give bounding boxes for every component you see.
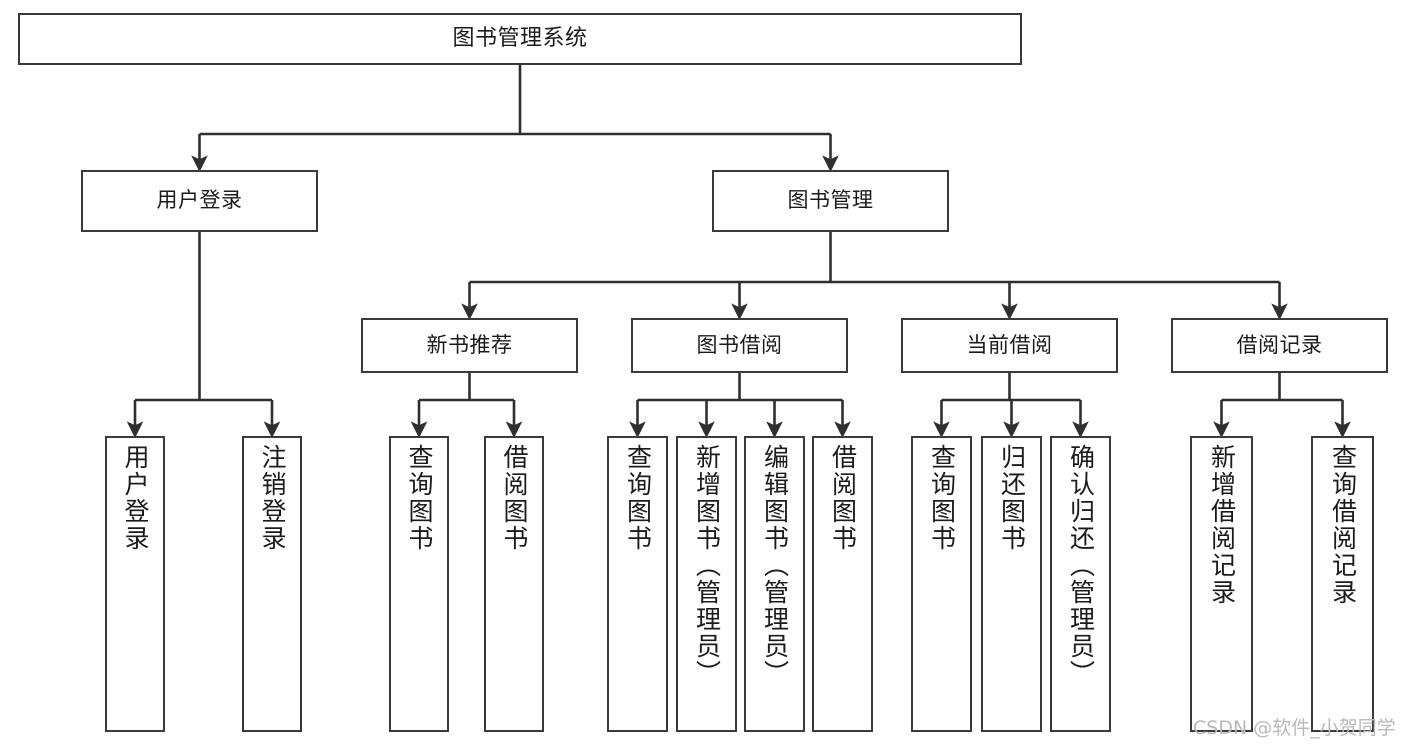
- node-label: 用户登录: [121, 444, 150, 552]
- node-new-book-recommend[interactable]: 新书推荐: [361, 318, 578, 373]
- node-leaf-return-book[interactable]: 归还图书: [981, 436, 1042, 732]
- node-label: 借阅图书: [828, 444, 858, 552]
- node-label: 图书管理系统: [452, 25, 588, 51]
- node-label: 用户登录: [156, 188, 243, 213]
- node-label: 查询图书: [405, 444, 434, 552]
- node-label: 新增借阅记录: [1207, 444, 1237, 606]
- node-leaf-add-book[interactable]: 新增图书（管理员）: [676, 436, 737, 732]
- node-label: 新书推荐: [426, 332, 513, 357]
- node-user-login[interactable]: 用户登录: [81, 170, 318, 232]
- node-leaf-user-login[interactable]: 用户登录: [105, 436, 165, 732]
- node-leaf-borrow-book-1[interactable]: 借阅图书: [484, 436, 544, 732]
- node-leaf-confirm-return[interactable]: 确认归还（管理员）: [1050, 436, 1111, 732]
- node-label: 借阅图书: [500, 444, 529, 552]
- node-borrow-record[interactable]: 借阅记录: [1171, 318, 1388, 373]
- node-label: 新增图书（管理员）: [692, 444, 722, 687]
- node-book-manage[interactable]: 图书管理: [712, 170, 949, 232]
- node-book-borrow[interactable]: 图书借阅: [631, 318, 848, 373]
- node-label: 确认归还（管理员）: [1066, 444, 1096, 687]
- node-current-borrow[interactable]: 当前借阅: [901, 318, 1118, 373]
- node-label: 借阅记录: [1236, 332, 1323, 357]
- node-leaf-query-record[interactable]: 查询借阅记录: [1311, 436, 1374, 732]
- node-label: 注销登录: [258, 444, 287, 552]
- node-leaf-edit-book[interactable]: 编辑图书（管理员）: [744, 436, 805, 732]
- node-leaf-borrow-book-2[interactable]: 借阅图书: [812, 436, 873, 732]
- node-label: 查询图书: [623, 444, 653, 552]
- node-root[interactable]: 图书管理系统: [18, 13, 1022, 65]
- node-label: 查询借阅记录: [1328, 444, 1358, 606]
- node-leaf-query-book-1[interactable]: 查询图书: [389, 436, 449, 732]
- node-label: 编辑图书（管理员）: [760, 444, 790, 687]
- node-label: 图书管理: [787, 188, 874, 213]
- node-leaf-query-book-3[interactable]: 查询图书: [911, 436, 972, 732]
- node-leaf-logout[interactable]: 注销登录: [242, 436, 302, 732]
- node-label: 查询图书: [927, 444, 957, 552]
- csdn-watermark: CSDN @软件_小贺同学: [1193, 717, 1396, 739]
- node-label: 当前借阅: [966, 332, 1053, 357]
- node-label: 归还图书: [997, 444, 1027, 552]
- node-leaf-query-book-2[interactable]: 查询图书: [607, 436, 668, 732]
- node-leaf-add-record[interactable]: 新增借阅记录: [1190, 436, 1253, 732]
- node-label: 图书借阅: [696, 332, 783, 357]
